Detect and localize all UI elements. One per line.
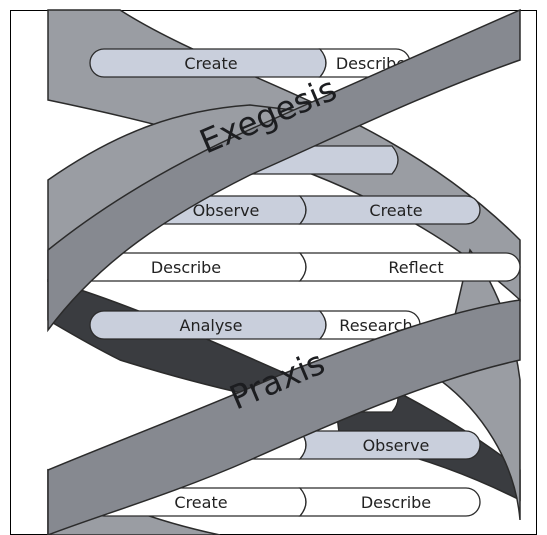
rung-7-right-pill bbox=[298, 430, 481, 460]
rung-4: Describe Reflect bbox=[59, 252, 521, 282]
rung-4-right-pill bbox=[298, 252, 521, 282]
rung-8-left-label: Create bbox=[174, 493, 227, 512]
front-strand-exegesis bbox=[47, 8, 521, 333]
rung-4-left-label: Describe bbox=[151, 258, 221, 277]
rung-1-left-label: Create bbox=[184, 54, 237, 73]
rung-5: Analyse Research bbox=[89, 310, 421, 340]
rung-8-right-label: Describe bbox=[361, 493, 431, 512]
rung-7-right-label: Observe bbox=[363, 436, 430, 455]
rung-4-right-label: Reflect bbox=[388, 258, 443, 277]
rung-5-left-label: Analyse bbox=[180, 316, 243, 335]
rung-5-right-label: Research bbox=[339, 316, 412, 335]
rung-3-right-label: Create bbox=[369, 201, 422, 220]
rung-3-right-pill bbox=[298, 195, 481, 225]
rung-3-left-label: Observe bbox=[193, 201, 260, 220]
rung-8-right-pill bbox=[298, 487, 481, 517]
